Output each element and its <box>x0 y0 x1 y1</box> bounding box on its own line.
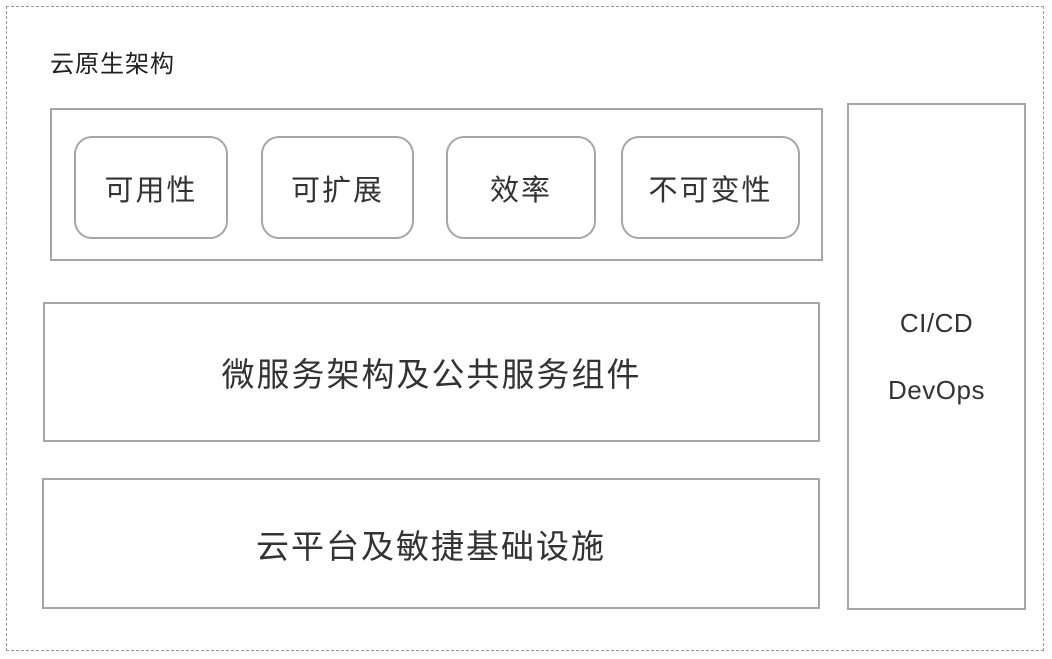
microservices-label: 微服务架构及公共服务组件 <box>221 355 642 394</box>
cicd-label: CI/CD <box>899 307 974 338</box>
devops-label: DevOps <box>888 374 985 405</box>
platform-layer: 云平台及敏捷基础设施 <box>42 478 820 609</box>
goal-scalability: 可扩展 <box>261 136 414 239</box>
platform-label: 云平台及敏捷基础设施 <box>256 526 606 566</box>
goal-immutability: 不可变性 <box>621 136 800 239</box>
goal-availability: 可用性 <box>74 136 228 239</box>
outer-dashed-frame <box>6 6 1044 651</box>
diagram-title: 云原生架构 <box>50 50 175 78</box>
cicd-devops-panel: CI/CD DevOps <box>847 103 1026 610</box>
microservices-layer: 微服务架构及公共服务组件 <box>43 302 820 442</box>
goal-efficiency: 效率 <box>446 136 596 239</box>
